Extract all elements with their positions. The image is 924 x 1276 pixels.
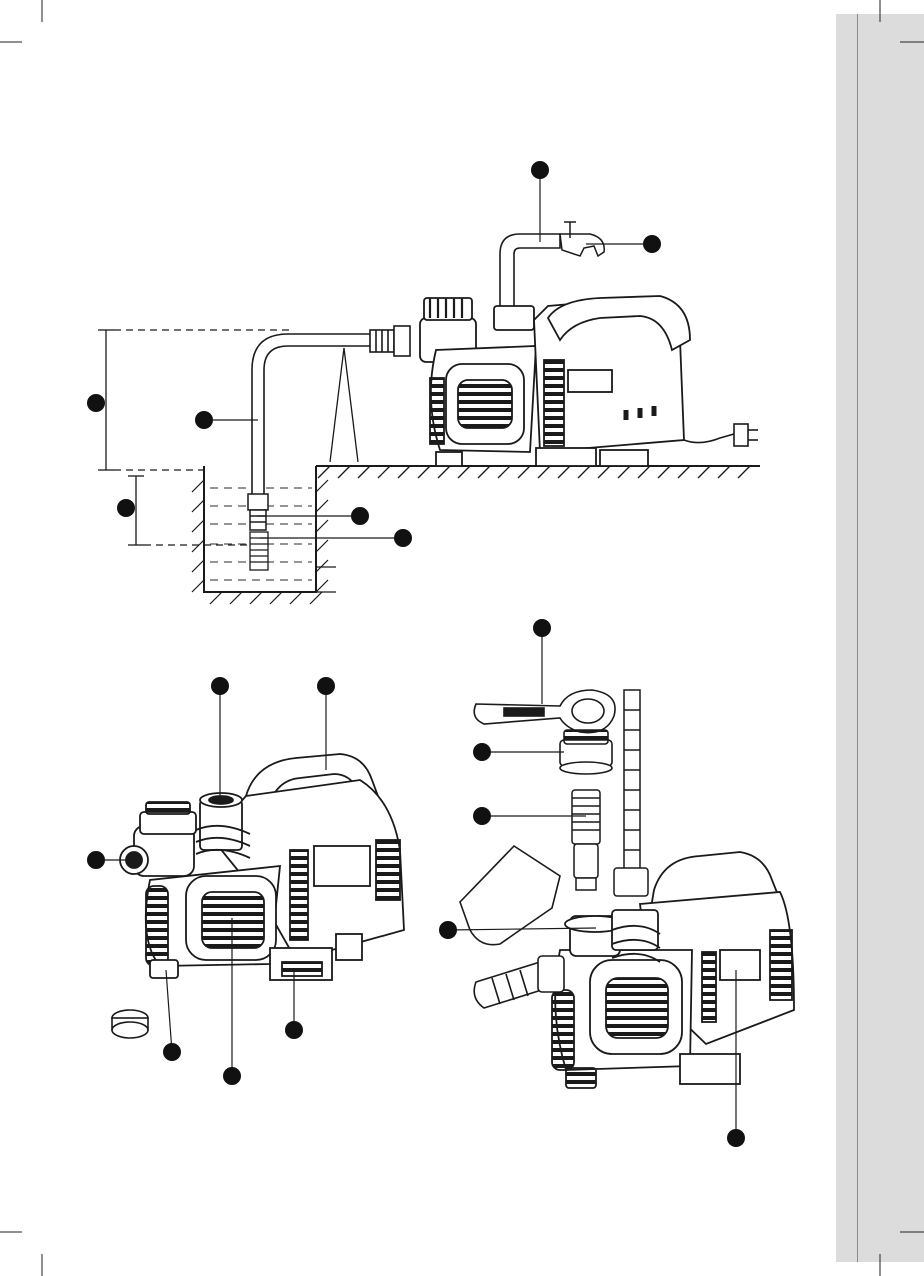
inlet-hose-connector [474,956,564,1008]
pressure-outlet-pipe [500,234,560,310]
filter-cartridge-icon [572,790,600,890]
callout-marker [285,1021,303,1039]
installation-diagram [87,161,760,604]
callout-marker [727,1129,745,1147]
callout-marker [643,235,661,253]
callout-marker [195,411,213,429]
ground-surface [316,466,760,478]
callout-marker [87,851,105,869]
flexible-outlet-hose [614,690,648,896]
pump-overview [87,677,404,1085]
callout-marker [317,677,335,695]
filter-disassembly [439,619,794,1147]
callout-marker [439,921,457,939]
callout-marker [211,677,229,695]
callout-marker [87,394,105,412]
immersion-depth-dimension [128,476,250,545]
callout-marker [223,1067,241,1085]
wrench-icon [560,222,604,256]
power-plug-icon [684,424,758,446]
callout-marker [394,529,412,547]
hose-support [330,348,358,462]
suction-hose [252,326,410,505]
callout-marker [163,1043,181,1061]
non-return-valve [248,494,268,530]
filter-lid [560,730,612,774]
callout-marker [533,619,551,637]
callout-marker [473,807,491,825]
garden-pump-installed [420,296,690,466]
callout-marker [351,507,369,525]
callout-marker [473,743,491,761]
wrench-icon [474,690,615,733]
callout-marker [531,161,549,179]
drain-plug-cap [112,1010,148,1038]
callout-marker [117,499,135,517]
